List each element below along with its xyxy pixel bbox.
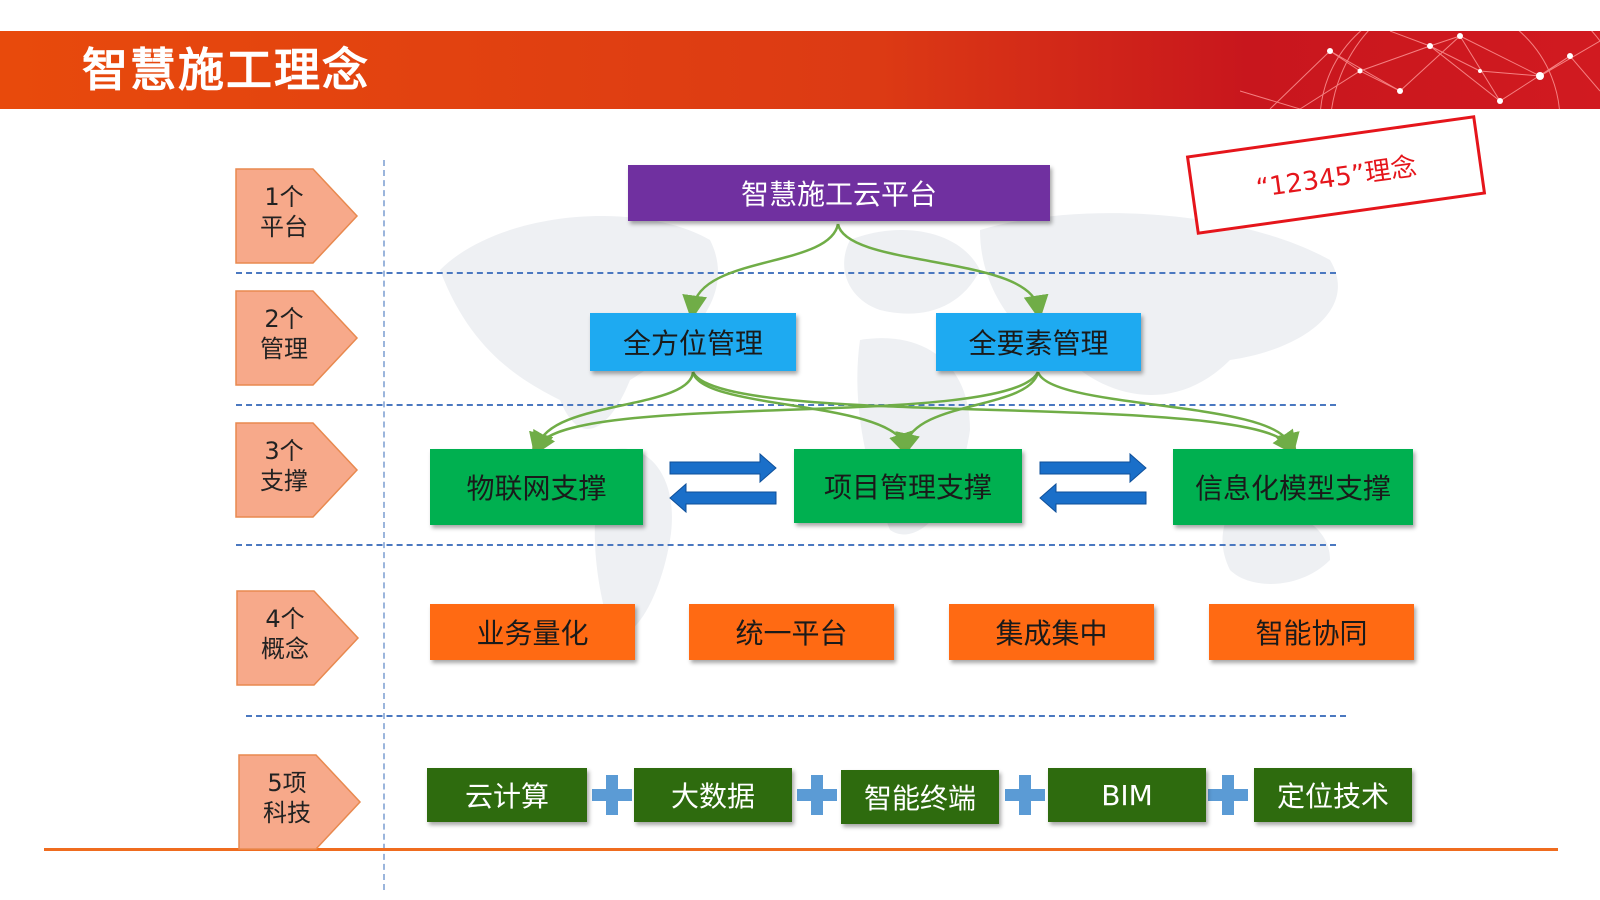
exchange-arrow-left: [669, 452, 777, 514]
title-bar: 智慧施工理念: [0, 31, 1600, 109]
support-box: 项目管理支撑: [794, 449, 1022, 523]
page-title: 智慧施工理念: [82, 43, 370, 97]
label-count: 3个: [264, 437, 304, 465]
connector-element-to-bim: [1036, 371, 1300, 459]
concept-box: 统一平台: [689, 604, 894, 660]
connector-element-to-pm: [895, 371, 1040, 459]
label-name: 管理: [260, 335, 308, 363]
exchange-arrow-right: [1039, 452, 1147, 514]
row-label-support: 3个支撑: [235, 422, 359, 518]
connector-element-to-iot: [531, 371, 1040, 457]
support-box: 物联网支撑: [430, 449, 643, 525]
tech-box: 智能终端: [841, 770, 999, 824]
connector-platform-to-element: [836, 223, 1049, 321]
concept-box: 智能协同: [1209, 604, 1414, 660]
label-count: 5项: [267, 769, 307, 797]
tech-box: 云计算: [427, 768, 587, 822]
plus-icon: [797, 775, 837, 815]
connector-omni-to-iot: [529, 371, 695, 459]
vertical-divider: [383, 160, 385, 890]
plus-icon: [1208, 775, 1248, 815]
tech-box: 大数据: [634, 768, 792, 822]
label-name: 概念: [261, 635, 309, 663]
concept-box: 集成集中: [949, 604, 1154, 660]
label-name: 支撑: [260, 467, 308, 495]
tech-box: BIM: [1048, 768, 1206, 822]
concept-box: 业务量化: [430, 604, 635, 660]
label-count: 4个: [265, 605, 305, 633]
management-box: 全方位管理: [590, 313, 796, 371]
label-name: 科技: [263, 799, 311, 827]
network-graphic: [1240, 31, 1600, 109]
footer-line: [44, 848, 1558, 851]
connector-platform-to-omni: [682, 223, 840, 321]
connector-omni-to-bim: [691, 371, 1298, 457]
label-count: 2个: [264, 305, 304, 333]
row-label-concepts: 4个概念: [236, 590, 360, 686]
connector-omni-to-pm: [691, 371, 913, 458]
platform-box: 智慧施工云平台: [628, 165, 1050, 221]
row-divider: [236, 544, 1336, 546]
row-label-tech: 5项科技: [238, 754, 362, 850]
plus-icon: [592, 775, 632, 815]
plus-icon: [1005, 775, 1045, 815]
row-label-management: 2个管理: [235, 290, 359, 386]
label-name: 平台: [260, 213, 308, 241]
label-count: 1个: [264, 183, 304, 211]
tech-box: 定位技术: [1254, 768, 1412, 822]
row-divider: [246, 715, 1346, 717]
row-divider: [236, 272, 1336, 274]
support-box: 信息化模型支撑: [1173, 449, 1413, 525]
management-box: 全要素管理: [936, 313, 1141, 371]
row-label-platform: 1个平台: [235, 168, 359, 264]
